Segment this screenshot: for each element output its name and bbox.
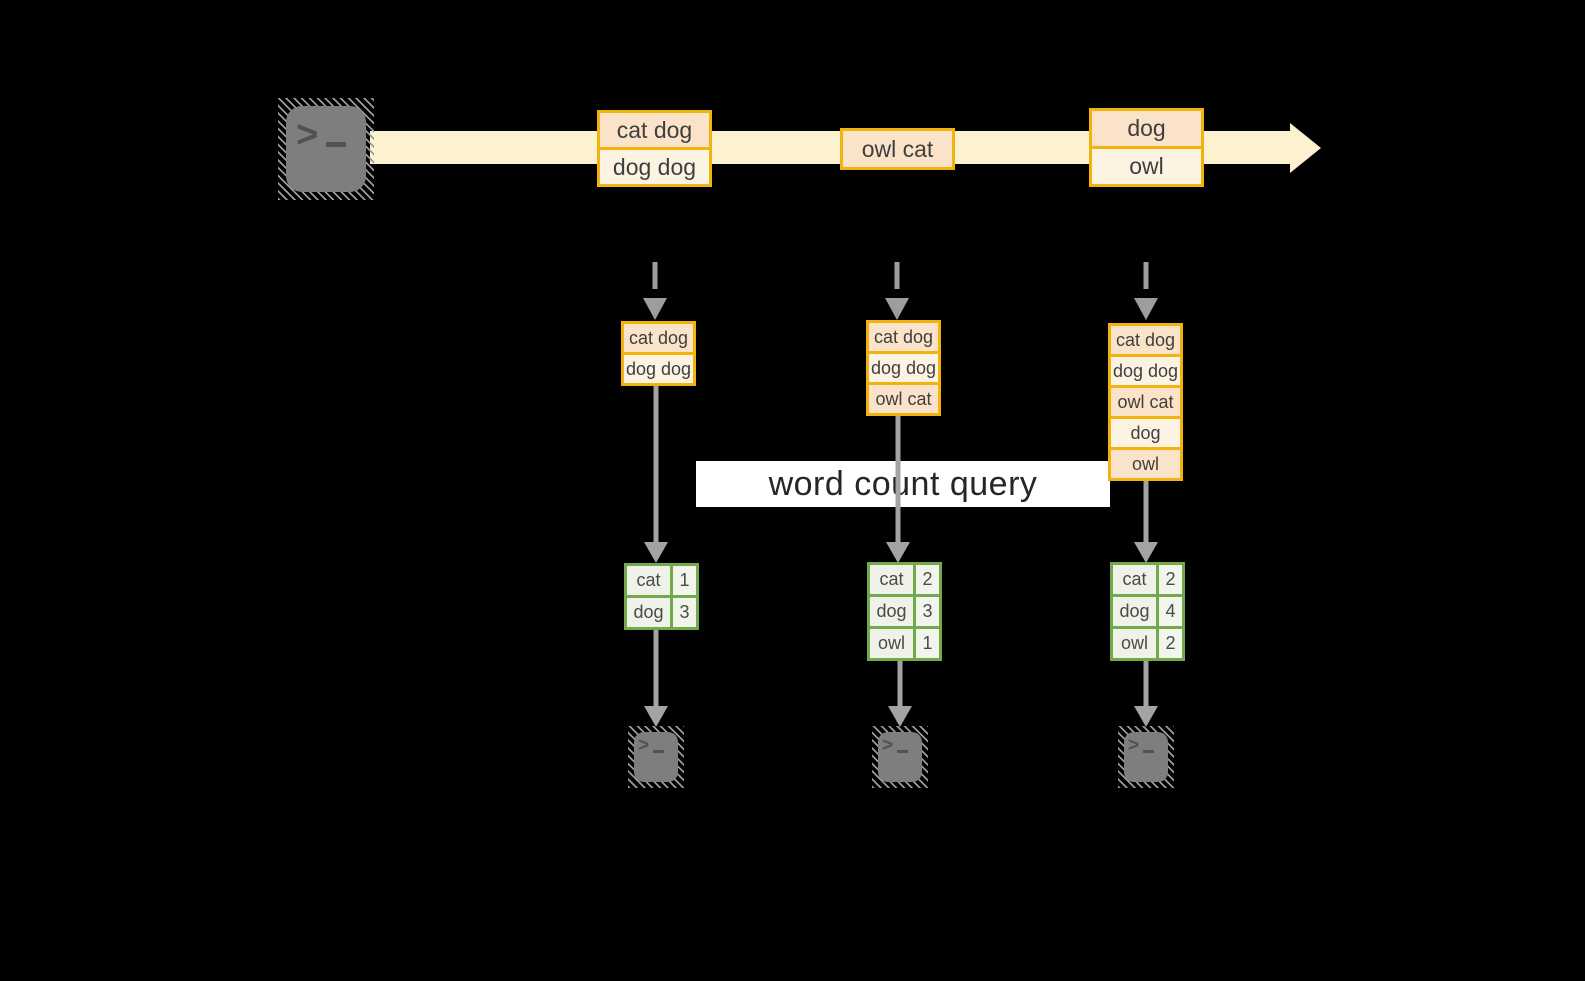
word-count-table-2: cat 2 dog 3 owl 1	[867, 562, 942, 661]
terminal-body	[634, 732, 678, 782]
terminal-body	[878, 732, 922, 782]
state-line: cat dog	[624, 324, 693, 352]
state-line: owl	[1111, 447, 1180, 478]
query-label-band: word count query	[696, 461, 1110, 507]
count-cell: 1	[673, 566, 696, 595]
solid-arrow-table-to-sink-3	[1134, 661, 1158, 727]
terminal-cursor-icon	[653, 750, 664, 753]
state-buffer-3: cat dog dog dog owl cat dog owl	[1108, 323, 1183, 481]
sink-terminal-icon-3: >	[1118, 726, 1174, 788]
word-cell: dog	[1113, 597, 1156, 626]
terminal-cursor-icon	[326, 142, 346, 147]
word-count-table-1: cat 1 dog 3	[624, 563, 699, 630]
state-buffer-2: cat dog dog dog owl cat	[866, 320, 941, 416]
dashed-arrow-1	[643, 262, 667, 320]
query-label: word count query	[768, 464, 1038, 503]
dashed-arrow-3	[1134, 262, 1158, 320]
terminal-body	[1124, 732, 1168, 782]
terminal-cursor-icon	[897, 750, 908, 753]
sink-terminal-icon-2: >	[872, 726, 928, 788]
terminal-prompt-icon: >	[882, 735, 894, 756]
word-count-table-3: cat 2 dog 4 owl 2	[1110, 562, 1185, 661]
solid-arrow-state-to-table-2	[886, 416, 910, 563]
solid-arrow-table-to-sink-1	[644, 630, 668, 727]
count-cell: 1	[916, 629, 939, 658]
stream-event-line: dog dog	[600, 147, 709, 184]
terminal-cursor-icon	[1143, 750, 1154, 753]
state-line: owl cat	[1111, 385, 1180, 416]
count-cell: 3	[916, 597, 939, 626]
stream-event-line: owl cat	[843, 131, 952, 167]
sink-terminal-icon-1: >	[628, 726, 684, 788]
terminal-prompt-icon: >	[1128, 735, 1140, 756]
state-line: dog dog	[624, 352, 693, 383]
state-buffer-1: cat dog dog dog	[621, 321, 696, 386]
stream-event-box-1: cat dog dog dog	[597, 110, 712, 187]
count-cell: 2	[1159, 565, 1182, 594]
word-cell: owl	[870, 629, 913, 658]
stream-event-line: owl	[1092, 146, 1201, 184]
dashed-arrow-2	[885, 262, 909, 320]
word-cell: cat	[1113, 565, 1156, 594]
solid-arrow-state-to-table-1	[644, 386, 668, 563]
stream-event-box-2: owl cat	[840, 128, 955, 170]
word-cell: owl	[1113, 629, 1156, 658]
stream-arrow-head	[1290, 123, 1321, 173]
stream-event-box-3: dog owl	[1089, 108, 1204, 187]
word-cell: dog	[870, 597, 913, 626]
state-line: dog dog	[1111, 354, 1180, 385]
count-cell: 2	[916, 565, 939, 594]
word-cell: cat	[627, 566, 670, 595]
source-terminal-icon: >	[278, 98, 374, 200]
terminal-prompt-icon: >	[638, 735, 650, 756]
count-cell: 2	[1159, 629, 1182, 658]
count-cell: 4	[1159, 597, 1182, 626]
state-line: owl cat	[869, 382, 938, 413]
terminal-prompt-icon: >	[296, 114, 319, 156]
state-line: cat dog	[869, 323, 938, 351]
word-cell: cat	[870, 565, 913, 594]
solid-arrow-state-to-table-3	[1134, 481, 1158, 563]
stream-event-line: dog	[1092, 111, 1201, 146]
word-cell: dog	[627, 598, 670, 627]
stream-event-line: cat dog	[600, 113, 709, 147]
state-line: dog	[1111, 416, 1180, 447]
solid-arrow-table-to-sink-2	[888, 661, 912, 727]
state-line: dog dog	[869, 351, 938, 382]
state-line: cat dog	[1111, 326, 1180, 354]
terminal-body	[286, 106, 366, 192]
count-cell: 3	[673, 598, 696, 627]
